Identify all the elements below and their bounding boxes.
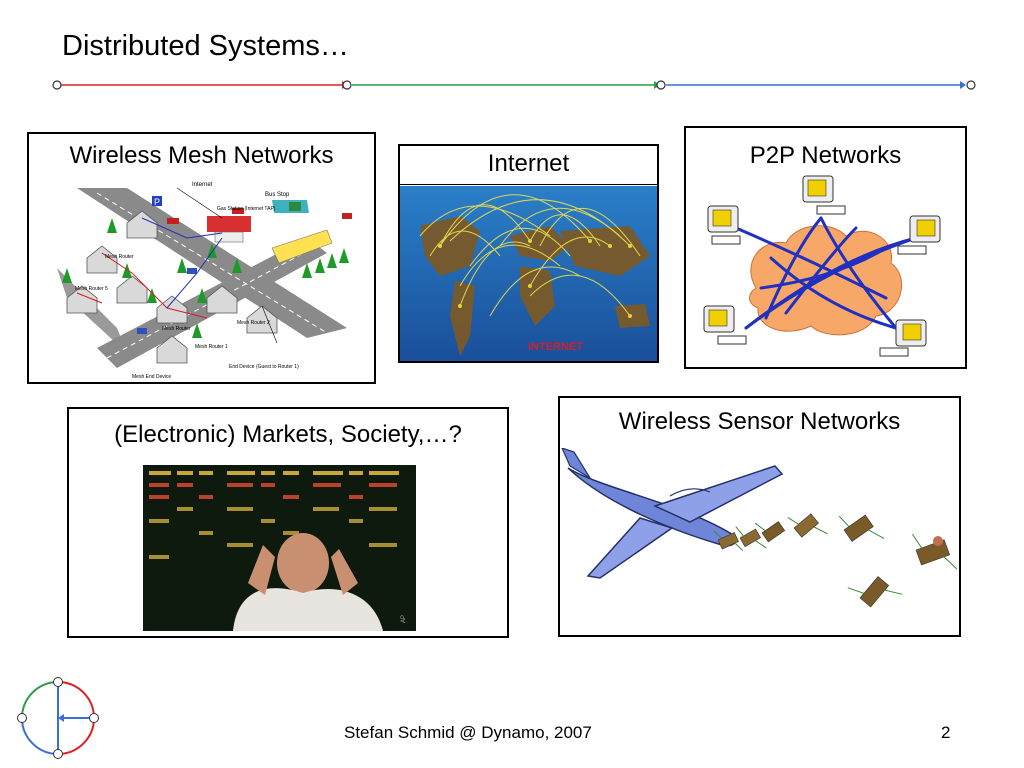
panel-internet: Internet I: [398, 144, 659, 363]
label-mesh-end-device: Mesh End Device: [132, 374, 171, 380]
label-mesh-router-1: Mesh Router 1: [195, 344, 228, 350]
panel-label: Wireless Mesh Networks: [69, 142, 334, 169]
photo-credit: AP: [401, 615, 407, 623]
label-end-device: End Device (Guest to Router 1): [229, 364, 299, 370]
footer-text: Stefan Schmid @ Dynamo, 2007: [344, 723, 592, 742]
p2p-network-illustration: [703, 175, 941, 357]
internet-caption: INTERNET: [528, 341, 583, 353]
label-mesh-router-2: Mesh Router 2: [237, 320, 270, 326]
panel-markets: (Electronic) Markets, Society,…? AP: [67, 407, 509, 638]
label-bus-stop: Bus Stop: [265, 192, 290, 198]
panel-label: (Electronic) Markets, Society,…?: [114, 421, 462, 448]
mesh-network-illustration: P Internet Bus Stop Gas Station (Interne…: [57, 182, 352, 380]
label-internet: Internet: [192, 182, 213, 188]
page-number: 2: [941, 723, 951, 742]
panel-p2p: P2P Networks: [684, 126, 967, 369]
stock-market-board-photo: AP: [143, 465, 416, 631]
panel-label: Internet: [487, 150, 570, 177]
panel-wireless-sensor: Wireless Sensor Networks: [558, 396, 961, 637]
panel-label: P2P Networks: [749, 142, 902, 169]
internet-world-map: INTERNET: [400, 186, 657, 361]
panel-label: Wireless Sensor Networks: [618, 408, 901, 435]
logo-icon: [17, 677, 99, 759]
label-mesh-router-5: Mesh Router 5: [75, 286, 108, 292]
label-gas-station: Gas Station (Internet TAP): [217, 206, 276, 212]
airplane-icon: [561, 448, 784, 579]
sensor-mote-icon: [713, 513, 958, 608]
title-rule: [52, 80, 976, 90]
slide-title: Distributed Systems…: [62, 30, 349, 62]
label-mesh-router-b: Mesh Router: [162, 326, 191, 332]
sensor-network-illustration: [561, 448, 958, 608]
parking-sign: P: [154, 197, 160, 207]
label-mesh-router: Mesh Router: [105, 254, 134, 260]
computer-icon: [703, 175, 941, 357]
panel-divider: [400, 184, 657, 185]
panel-wireless-mesh: Wireless Mesh Networks: [27, 132, 376, 384]
